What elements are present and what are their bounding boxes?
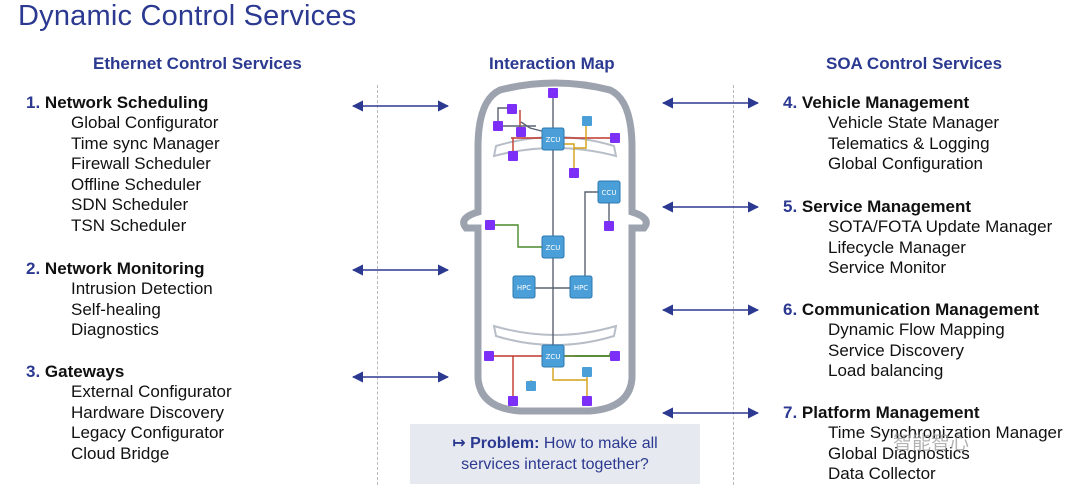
list-item: External Configurator [71, 382, 232, 401]
problem-text-2: services interact together? [461, 456, 649, 473]
sensor-nodes [526, 116, 592, 391]
endpoint [610, 133, 620, 143]
zcu-front-label: ZCU [546, 136, 561, 144]
watermark: 智能智心 [893, 433, 970, 454]
problem-callout: ↦ Problem: How to make all services inte… [410, 424, 700, 484]
endpoint [604, 221, 614, 231]
divider-right [733, 85, 734, 485]
section-title: 5. Service Management [783, 197, 972, 216]
list-item: Vehicle State Manager [828, 113, 1000, 132]
interaction-map-diagram: ZCU CCU ZCU HPC HPC ZCU [460, 79, 650, 415]
endpoint [484, 351, 494, 361]
hpc-left-label: HPC [517, 284, 531, 292]
list-item: Diagnostics [71, 320, 159, 340]
list-item: Service Discovery [828, 340, 965, 360]
list-item: Lifecycle Manager [828, 237, 966, 257]
list-item: Hardware Discovery [71, 402, 225, 422]
list-item: Intrusion Detection [71, 279, 213, 298]
column-header-interaction-map: Interaction Map [489, 54, 615, 73]
endpoint [516, 127, 526, 137]
section-platform-management: 7. Platform Management Time Synchronizat… [783, 403, 1063, 485]
list-item: Firewall Scheduler [71, 154, 211, 174]
page-title: Dynamic Control Services [18, 0, 357, 32]
list-item: Telematics & Logging [828, 133, 990, 153]
list-item: Service Monitor [828, 258, 947, 278]
section-title: 7. Platform Management [783, 403, 980, 422]
endpoint [569, 168, 579, 178]
list-item: Offline Scheduler [71, 174, 202, 194]
list-item: Legacy Configurator [71, 423, 225, 443]
endpoint [508, 151, 518, 161]
section-title: 6. Communication Management [783, 300, 1040, 319]
hpc-left-node [512, 275, 536, 299]
endpoint [508, 396, 518, 406]
list-item: SOTA/FOTA Update Manager [828, 217, 1053, 236]
list-item: Time Synchronization Manager [828, 423, 1063, 442]
arrow-glyph: ↦ [452, 435, 466, 452]
section-title: 1. Network Scheduling [26, 93, 209, 112]
zcu-rear-label: ZCU [546, 353, 561, 361]
zcu-front-node [541, 127, 565, 151]
list-item: Global Configuration [828, 154, 983, 174]
ccu-label: CCU [602, 189, 617, 197]
divider-left [377, 85, 378, 485]
ccu-node [597, 180, 621, 204]
endpoint-nodes [484, 88, 620, 406]
controller-nodes: ZCU CCU ZCU HPC HPC ZCU [512, 127, 621, 368]
list-item: Global Diagnostics [828, 443, 970, 463]
section-title: 4. Vehicle Management [783, 93, 970, 112]
endpoint [485, 220, 495, 230]
list-item: Cloud Bridge [71, 443, 170, 463]
list-item: Self-healing [71, 299, 161, 319]
problem-text-1: How to make all [543, 435, 658, 452]
hpc-right-node [569, 275, 593, 299]
section-service-management: 5. Service Management SOTA/FOTA Update M… [783, 197, 1052, 279]
endpoint [582, 396, 592, 406]
hpc-right-label: HPC [574, 284, 588, 292]
zcu-mid-label: ZCU [546, 244, 561, 252]
endpoint [507, 104, 517, 114]
section-title: 3. Gateways [26, 362, 125, 381]
section-network-scheduling: 1. Network Scheduling Global Configurato… [26, 93, 220, 237]
section-gateways: 3. Gateways External Configurator Hardwa… [26, 362, 232, 464]
list-item: Time sync Manager [71, 133, 220, 153]
endpoint [493, 121, 503, 131]
problem-line-1: ↦ Problem: How to make all [410, 433, 700, 454]
section-communication-management: 6. Communication Management Dynamic Flow… [783, 300, 1039, 382]
sensor [526, 381, 536, 391]
section-network-monitoring: 2. Network Monitoring Intrusion Detectio… [26, 259, 213, 341]
endpoint [548, 88, 558, 98]
list-item: Load balancing [828, 361, 944, 381]
endpoint [610, 351, 620, 361]
column-header-ethernet: Ethernet Control Services [93, 54, 302, 73]
list-item: Global Configurator [71, 113, 219, 132]
list-item: Data Collector [828, 464, 936, 484]
list-item: Dynamic Flow Mapping [828, 320, 1005, 339]
sensor [582, 116, 592, 126]
column-header-soa: SOA Control Services [826, 54, 1003, 73]
problem-label: Problem: [470, 435, 540, 452]
zcu-rear-node [541, 344, 565, 368]
section-vehicle-management: 4. Vehicle Management Vehicle State Mana… [783, 93, 999, 175]
zcu-mid-node [541, 235, 565, 259]
section-title: 2. Network Monitoring [26, 259, 205, 278]
list-item: TSN Scheduler [71, 215, 187, 235]
sensor [582, 367, 592, 377]
list-item: SDN Scheduler [71, 195, 189, 215]
